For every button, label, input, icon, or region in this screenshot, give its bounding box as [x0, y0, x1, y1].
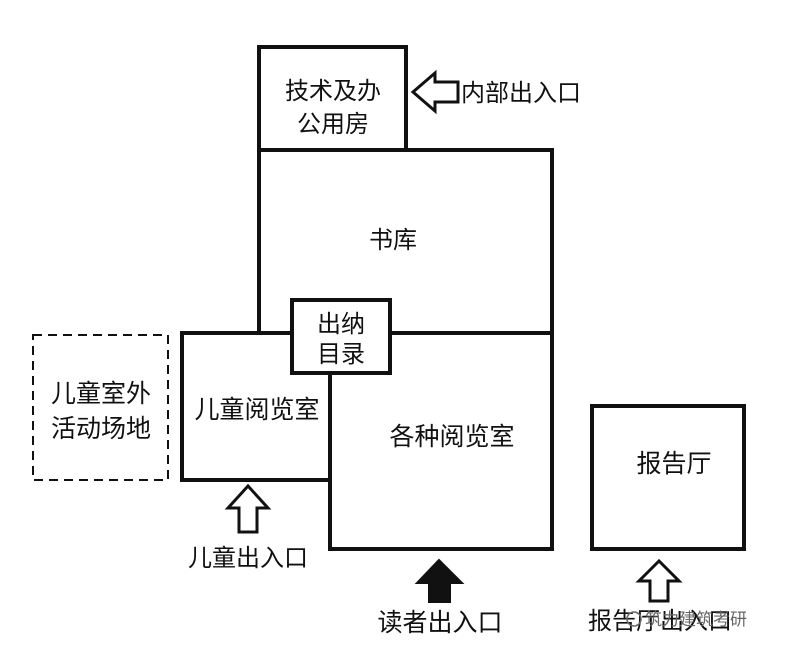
circulation-desk — [290, 298, 392, 375]
children-entrance-label: 儿童出入口 — [188, 544, 308, 572]
circulation-label-line1: 出纳 — [317, 310, 365, 338]
watermark: 筑力建筑考研 — [626, 610, 747, 630]
readers-entrance-label: 读者出入口 — [377, 608, 502, 637]
lecture-hall-label: 报告厅 — [636, 449, 711, 478]
watermark-text: 筑力建筑考研 — [645, 610, 747, 630]
lecture-hall — [590, 404, 746, 551]
lecture-entrance-arrow-icon — [635, 558, 683, 603]
circulation-label-line2: 目录 — [317, 340, 365, 368]
children-entrance-arrow-icon — [224, 483, 272, 534]
tech-office-label-line2: 公用房 — [297, 110, 369, 138]
internal-entrance-label: 内部出入口 — [461, 79, 581, 107]
readers-entrance-arrow-icon — [414, 558, 465, 603]
children-outdoor-area — [32, 334, 169, 481]
tech-office-label-line1: 技术及办 — [285, 77, 381, 105]
stacks-label: 书库 — [369, 226, 417, 254]
reading-rooms-label: 各种阅览室 — [389, 422, 514, 451]
lecture-entrance-label: 报告厅出入口 — [588, 607, 732, 635]
watermark-logo-icon — [626, 611, 642, 627]
children-outdoor-label-line1: 儿童室外 — [51, 379, 151, 408]
children-reading-label: 儿童阅览室 — [194, 395, 319, 424]
tech-office-room — [257, 45, 408, 152]
internal-entrance-arrow-icon — [410, 69, 460, 115]
children-outdoor-label-line2: 活动场地 — [51, 414, 151, 443]
